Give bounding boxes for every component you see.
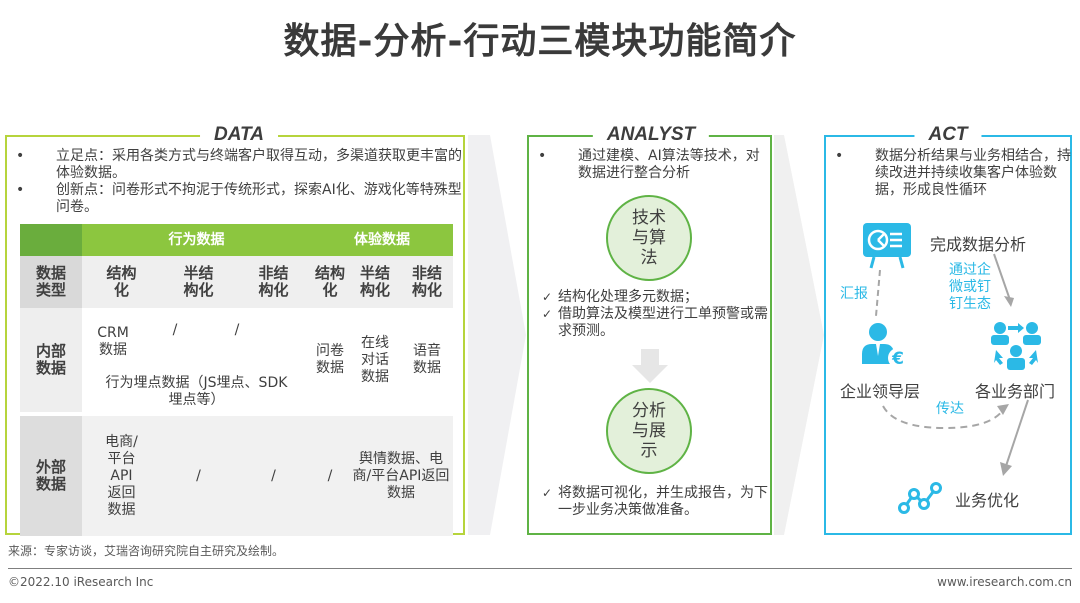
node-departments: 各业务部门 bbox=[975, 382, 1056, 401]
span-note: 行为埋点数据（JS埋点、SDK埋点等） bbox=[105, 375, 288, 408]
row-header-external: 外部数据 bbox=[20, 416, 82, 536]
col-type: 结构化 bbox=[82, 256, 161, 308]
edge-report-label: 汇报 bbox=[840, 286, 868, 302]
internal-behavior-cells: CRM数据 / / 行为埋点数据（JS埋点、SDK埋点等） bbox=[82, 308, 311, 412]
group-header-experience: 体验数据 bbox=[310, 224, 453, 256]
copyright: ©2022.10 iResearch Inc bbox=[8, 575, 154, 589]
presentation-board-icon bbox=[863, 223, 911, 269]
analyst-checks-1: ✓ 结构化处理多元数据； ✓ 借助算法及模型进行工单预警或需求预测。 bbox=[536, 289, 768, 340]
table-type-row: 数据类型 结构化 半结构化 非结构化 结构化 半结构化 非结构化 bbox=[20, 256, 453, 308]
departments-team-icon bbox=[991, 322, 1041, 370]
row-header-title: 数据类型 bbox=[20, 256, 82, 308]
svg-text:€: € bbox=[891, 349, 904, 368]
page-title: 数据-分析-行动三模块功能简介 bbox=[283, 21, 797, 62]
cell: 舆情数据、电商/平台API返回数据 bbox=[348, 416, 453, 536]
trend-line-icon bbox=[898, 482, 942, 514]
check-item: ✓ 结构化处理多元数据； bbox=[542, 289, 698, 305]
analyst-panel: ANALYST bbox=[527, 123, 772, 535]
source-note: 来源：专家访谈，艾瑞咨询研究院自主研究及绘制。 bbox=[8, 544, 285, 558]
data-bullet-1: • 立足点：采用各类方式与终端客户取得互动，多渠道获取更丰富的体验数据。 bbox=[16, 148, 462, 181]
website-link[interactable]: www.iresearch.com.cn bbox=[937, 575, 1072, 589]
analysis-display-circle: 分析与展示 bbox=[606, 388, 692, 474]
leader-euro-icon: € bbox=[862, 323, 908, 368]
table-row: 内部数据 CRM数据 / / 行为埋点数据（JS埋点、SDK埋点等） 问卷数据 … bbox=[20, 308, 453, 412]
col-type: 非结构化 bbox=[235, 256, 311, 308]
node-analysis: 完成数据分析 bbox=[930, 235, 1027, 254]
table-row: 外部数据 电商/平台API返回数据 / / / 舆情数据、电商/平台API返回数… bbox=[20, 416, 453, 536]
check-icon: ✓ bbox=[542, 307, 553, 321]
data-panel-label: DATA bbox=[200, 123, 278, 147]
act-bullets: • 数据分析结果与业务相结合，持续改进并持续收集客户体验数据，形成良性循环 bbox=[827, 148, 1072, 199]
col-type: 半结构化 bbox=[348, 256, 401, 308]
edge-convey-label: 传达 bbox=[936, 401, 964, 417]
check-icon: ✓ bbox=[542, 290, 553, 304]
data-types-table: 行为数据 体验数据 数据类型 结构化 半结构化 非结构化 结构化 半结构化 非结… bbox=[20, 224, 453, 536]
cell: CRM数据 bbox=[97, 325, 129, 358]
check-item: ✓ 借助算法及模型进行工单预警或需求预测。 bbox=[542, 306, 768, 339]
arrow-to-departments bbox=[993, 253, 1014, 307]
col-type: 非结构化 bbox=[400, 256, 453, 308]
convey-dashed-arrow bbox=[882, 404, 1009, 430]
cell: 在线对话数据 bbox=[348, 308, 401, 412]
cell: / bbox=[160, 416, 236, 536]
act-panel: ACT bbox=[824, 123, 1072, 535]
row-header-internal: 内部数据 bbox=[20, 308, 82, 412]
edge-via-channels-label: 通过企微或钉钉生态 bbox=[949, 262, 991, 312]
analyst-panel-label: ANALYST bbox=[592, 123, 710, 147]
node-leadership: 企业领导层 bbox=[840, 382, 921, 401]
cell: / bbox=[172, 322, 178, 338]
group-header-behavior: 行为数据 bbox=[82, 224, 311, 256]
col-type: 半结构化 bbox=[160, 256, 236, 308]
flow-chevron-1 bbox=[468, 135, 526, 535]
cell: / bbox=[235, 416, 311, 536]
arrow-to-optimization bbox=[1000, 399, 1029, 476]
footer-divider bbox=[8, 568, 1072, 569]
cell: 问卷数据 bbox=[310, 308, 349, 412]
table-corner bbox=[20, 224, 82, 256]
cell: 电商/平台API返回数据 bbox=[82, 416, 161, 536]
data-bullets: • 立足点：采用各类方式与终端客户取得互动，多渠道获取更丰富的体验数据。 • 创… bbox=[8, 148, 463, 216]
check-icon: ✓ bbox=[542, 486, 553, 500]
check-item: ✓ 将数据可视化，并生成报告，为下一步业务决策做准备。 bbox=[542, 485, 768, 518]
analyst-bullets: • 通过建模、AI算法等技术，对数据进行整合分析 bbox=[530, 148, 770, 182]
node-optimization: 业务优化 bbox=[955, 491, 1020, 510]
cell: 语音数据 bbox=[400, 308, 453, 412]
tech-algorithm-circle: 技术与算法 bbox=[606, 195, 692, 281]
cell: / bbox=[234, 322, 240, 338]
data-bullet-2: • 创新点：问卷形式不拘泥于传统形式，探索AI化、游戏化等特殊型问卷。 bbox=[16, 182, 462, 215]
col-type: 结构化 bbox=[310, 256, 349, 308]
report-dashed-line bbox=[875, 270, 881, 317]
table-group-header-row: 行为数据 体验数据 bbox=[20, 224, 453, 256]
act-bullet-1: • 数据分析结果与业务相结合，持续改进并持续收集客户体验数据，形成良性循环 bbox=[835, 148, 1071, 198]
act-panel-label: ACT bbox=[914, 123, 982, 147]
cell: / bbox=[310, 416, 349, 536]
down-arrow-icon bbox=[632, 349, 668, 383]
flow-chevron-2 bbox=[774, 135, 824, 535]
analyst-checks-2: ✓ 将数据可视化，并生成报告，为下一步业务决策做准备。 bbox=[536, 485, 768, 519]
analyst-bullet-1: • 通过建模、AI算法等技术，对数据进行整合分析 bbox=[538, 148, 760, 181]
